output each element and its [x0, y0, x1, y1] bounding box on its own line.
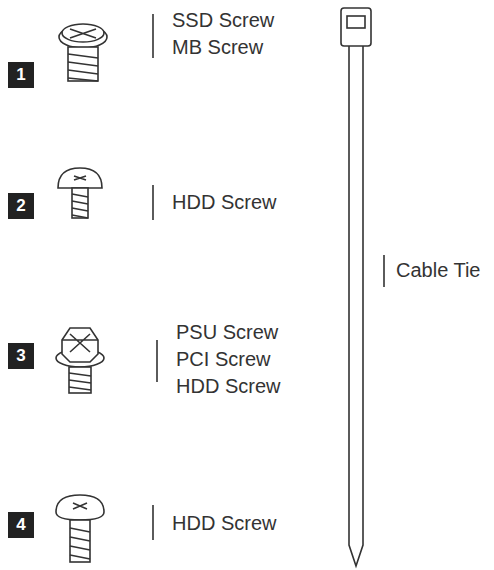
- screw-2: [58, 168, 102, 218]
- divider: [152, 505, 154, 540]
- divider: [383, 255, 385, 287]
- part-label: HDD Screw: [172, 190, 276, 214]
- callout-text: 4: [16, 515, 25, 535]
- callout-text: 3: [16, 346, 25, 366]
- part-label: HDD Screw: [172, 511, 276, 535]
- part-label: PCI Screw: [176, 347, 270, 371]
- callout-number: 2: [8, 193, 34, 219]
- divider: [152, 185, 154, 220]
- part-label: SSD Screw: [172, 8, 274, 32]
- screw-4: [56, 495, 104, 562]
- callout-text: 1: [16, 65, 25, 85]
- screw-3: [56, 328, 104, 393]
- part-label: Cable Tie: [396, 258, 481, 282]
- callout-number: 3: [8, 343, 34, 369]
- divider: [156, 340, 158, 382]
- part-label: PSU Screw: [176, 320, 278, 344]
- cable-tie: [341, 8, 371, 566]
- callout-number: 4: [8, 512, 34, 538]
- part-label: HDD Screw: [176, 374, 280, 398]
- callout-number: 1: [8, 62, 34, 88]
- divider: [152, 14, 154, 58]
- screw-1: [59, 24, 107, 81]
- callout-text: 2: [16, 196, 25, 216]
- part-label: MB Screw: [172, 35, 263, 59]
